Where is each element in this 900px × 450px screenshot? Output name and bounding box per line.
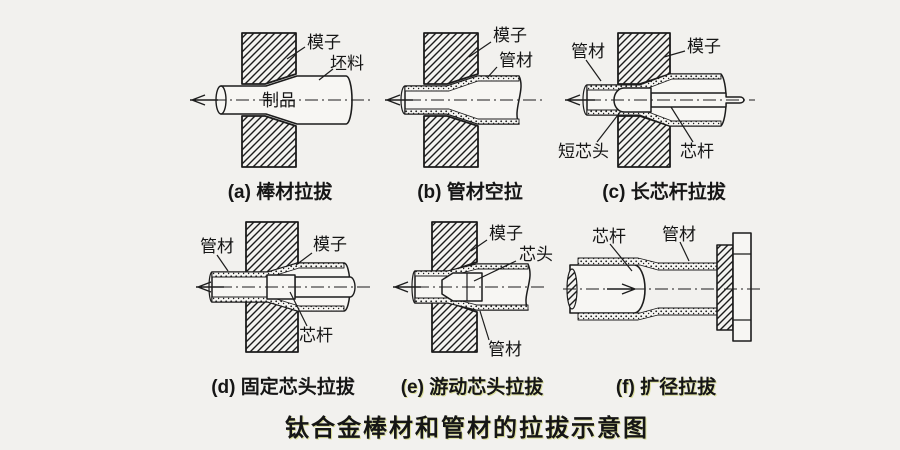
tube-wall-top: [211, 262, 345, 278]
tube-label: 管材: [499, 51, 533, 70]
leader-die: [470, 239, 488, 252]
plug-label: 芯头: [519, 245, 553, 264]
panel-b-caption: (b) 管材空拉: [417, 180, 523, 203]
leader-short-plug: [596, 110, 622, 143]
product-label: 制品: [262, 91, 296, 110]
tube-wall-top: [404, 75, 520, 92]
blank-label: 坯料: [330, 54, 364, 73]
draw-direction-arrow: [385, 94, 413, 106]
die-lower: [423, 115, 479, 168]
tube-wall-top: [414, 263, 529, 277]
die-label: 模子: [493, 26, 527, 45]
figure-title: 钛合金棒材和管材的拉拔示意图: [285, 414, 649, 442]
leader-mandrel: [609, 243, 633, 272]
tube-label: 管材: [200, 237, 234, 256]
mandrel-label: 芯杆: [592, 227, 626, 246]
tube-wall-bottom: [211, 296, 345, 312]
leader-mandrel: [670, 106, 694, 143]
short-plug-label: 短芯头: [558, 142, 609, 161]
leader-die: [663, 50, 686, 58]
backing-plate: [732, 232, 752, 342]
leader-tube: [486, 66, 498, 79]
leader-die: [286, 46, 306, 60]
tube-wall-bottom: [414, 297, 529, 311]
panel-d: 管材 模子 芯杆 (d) 固定芯头拉拔: [196, 221, 372, 398]
tube-label: 管材: [488, 340, 522, 359]
die-lower: [241, 115, 297, 168]
panel-e-caption: (e) 游动芯头拉拔: [401, 375, 545, 398]
die-upper: [423, 32, 479, 85]
leader-mandrel: [289, 291, 308, 327]
tube-label: 管材: [662, 225, 696, 244]
die-label: 模子: [489, 224, 523, 243]
panel-a: 模子 坯料 制品 (a) 棒材拉拔: [190, 32, 372, 203]
draw-direction-arrow: [393, 281, 421, 293]
panel-c-caption: (c) 长芯杆拉拔: [602, 180, 727, 203]
panel-e: 模子 芯头 管材 (e) 游动芯头拉拔: [393, 221, 553, 398]
panel-d-caption: (d) 固定芯头拉拔: [211, 375, 356, 398]
draw-direction-arrow: [190, 94, 218, 106]
leader-die: [468, 41, 492, 58]
tube-wall-top: [586, 73, 722, 91]
mandrel-label: 芯杆: [680, 142, 714, 161]
die-label: 模子: [687, 37, 721, 56]
mandrel-rod: [294, 276, 356, 298]
mandrel-label: 芯杆: [299, 326, 333, 345]
draw-direction-arrow: [196, 281, 224, 293]
die-label: 模子: [313, 235, 347, 254]
die-lower: [431, 301, 478, 353]
die-label: 模子: [307, 33, 341, 52]
leader-die: [295, 252, 313, 266]
die-upper: [241, 32, 297, 85]
panel-a-caption: (a) 棒材拉拔: [228, 180, 334, 203]
leader-plug: [473, 260, 517, 282]
draw-direction-arrow: [565, 94, 595, 106]
leader-tube: [679, 241, 690, 262]
tube-wall-bottom: [404, 108, 520, 125]
push-direction-arrow: [607, 283, 636, 295]
short-plug: [613, 87, 652, 113]
tube-label: 管材: [571, 42, 605, 61]
panel-f: 芯杆 管材 (f) 扩径拉拔: [563, 225, 763, 398]
die-upper: [431, 221, 478, 273]
tube-wall-bottom: [586, 109, 722, 127]
backing-plate-seams: [733, 253, 751, 321]
leader-blank: [318, 68, 334, 81]
panel-f-caption: (f) 扩径拉拔: [616, 375, 717, 398]
leader-tube: [585, 59, 602, 82]
panel-b: 模子 管材 (b) 管材空拉: [385, 26, 543, 203]
leader-tube: [479, 310, 490, 341]
support-wall: [716, 244, 734, 331]
leader-tube: [216, 254, 229, 272]
panel-c: 管材 模子 短芯头 芯杆 (c) 长芯杆拉拔: [558, 32, 755, 203]
